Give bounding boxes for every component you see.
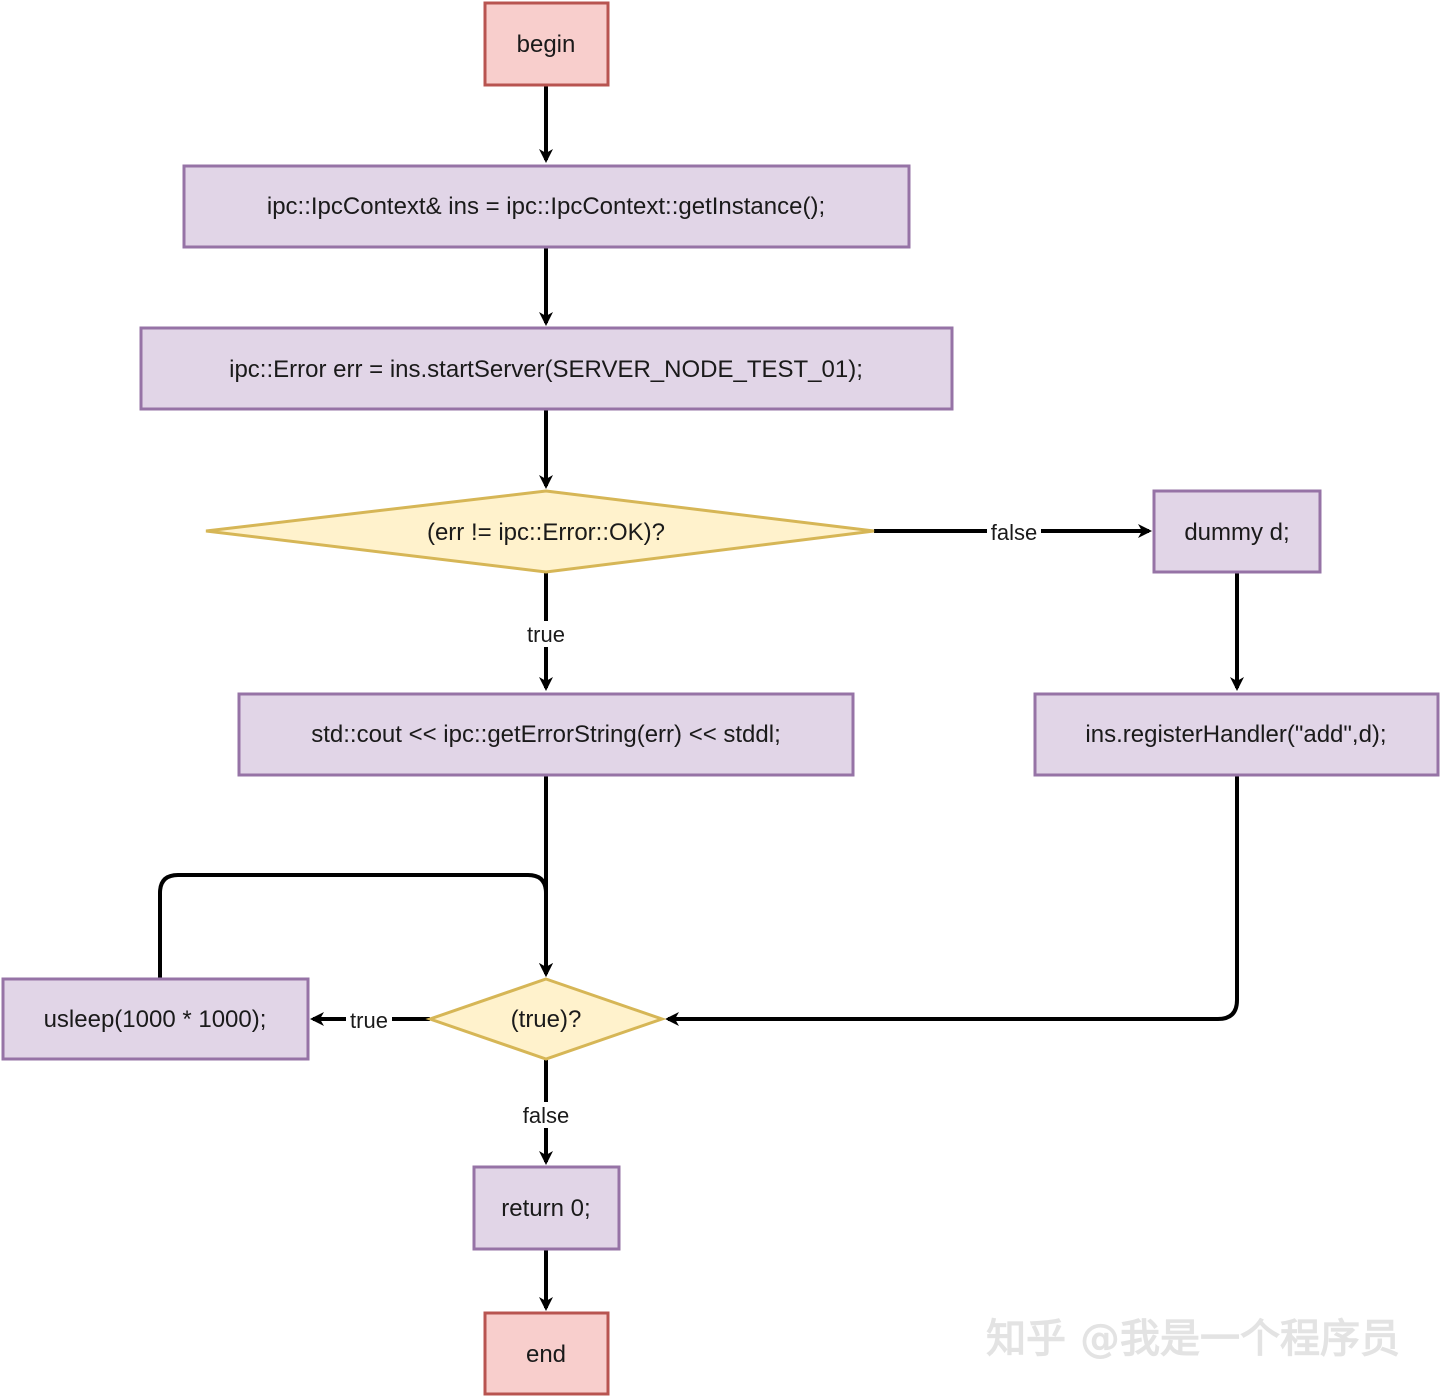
node-start-server-label: ipc::Error err = ins.startServer(SERVER_… xyxy=(229,356,863,383)
node-register-handler-label: ins.registerHandler("add",d); xyxy=(1085,721,1386,748)
node-dummy-label: dummy d; xyxy=(1184,519,1289,546)
node-usleep: usleep(1000 * 1000); xyxy=(1,977,310,1061)
label-loop-true: true xyxy=(350,1008,388,1033)
node-get-instance: ipc::IpcContext& ins = ipc::IpcContext::… xyxy=(182,164,911,249)
node-err-check: (err != ipc::Error::OK)? xyxy=(205,489,875,574)
node-err-check-label: (err != ipc::Error::OK)? xyxy=(427,519,665,546)
label-err-false: false xyxy=(991,520,1037,545)
node-return: return 0; xyxy=(472,1165,621,1251)
node-begin-label: begin xyxy=(517,31,576,58)
node-end: end xyxy=(483,1311,610,1396)
node-register-handler: ins.registerHandler("add",d); xyxy=(1033,692,1440,777)
node-print-error-label: std::cout << ipc::getErrorString(err) <<… xyxy=(311,721,781,748)
node-print-error: std::cout << ipc::getErrorString(err) <<… xyxy=(237,692,855,777)
label-loop-false: false xyxy=(523,1103,569,1128)
edge-labels: false true true false xyxy=(346,519,1041,1128)
node-end-label: end xyxy=(526,1341,566,1368)
node-usleep-label: usleep(1000 * 1000); xyxy=(44,1006,267,1033)
node-start-server: ipc::Error err = ins.startServer(SERVER_… xyxy=(139,326,954,411)
node-loop-check: (true)? xyxy=(425,977,667,1061)
node-get-instance-label: ipc::IpcContext& ins = ipc::IpcContext::… xyxy=(267,193,825,220)
node-dummy: dummy d; xyxy=(1152,489,1322,574)
node-return-label: return 0; xyxy=(501,1195,590,1222)
node-loop-check-label: (true)? xyxy=(511,1006,582,1033)
node-begin: begin xyxy=(483,1,610,87)
watermark: 知乎 @我是一个程序员 xyxy=(986,1316,1400,1362)
label-err-true: true xyxy=(527,622,565,647)
edge-register-handler-to-loop-check xyxy=(665,776,1239,1026)
edge-usleep-loop-back xyxy=(158,873,553,978)
